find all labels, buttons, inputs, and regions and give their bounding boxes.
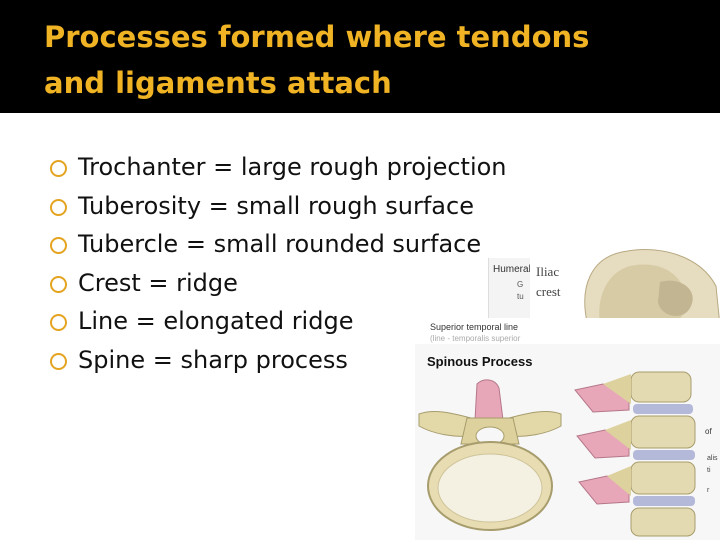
ring-bullet-icon: [50, 275, 67, 293]
title-band: [0, 0, 720, 113]
bullet-item: Tuberosity = small rough surface: [50, 187, 507, 226]
ring-bullet-icon: [50, 237, 67, 254]
temporal-line-label: Superior temporal line: [430, 322, 519, 332]
bullet-text: Spine = sharp process: [78, 345, 348, 374]
spine-lateral-view: of alis ti r: [574, 371, 718, 537]
lateral-view-small-text: alis: [707, 455, 718, 462]
bullet-item: Line = elongated ridge: [50, 302, 507, 341]
lateral-view-small-text: r: [707, 487, 710, 494]
humerus-small-text: G: [517, 280, 524, 289]
spinous-process-figure: Spinous Process of alis ti r: [415, 344, 720, 540]
iliac-crest-drawing: [584, 249, 720, 326]
bullet-item: Trochanter = large rough projection: [50, 148, 507, 187]
title-line-1: Processes formed where tendons: [44, 20, 590, 54]
bullet-text: Line = elongated ridge: [78, 307, 354, 335]
crest-label: crest: [536, 284, 561, 299]
ring-bullet-icon: [50, 198, 67, 216]
title-line-2: and ligaments attach: [44, 66, 392, 100]
iliac-crest-figure: Iliac crest: [530, 246, 720, 326]
bullet-item: Crest = ridge: [50, 264, 507, 303]
iliac-label: Iliac: [536, 264, 560, 279]
ring-bullet-icon: [50, 352, 67, 370]
ring-bullet-icon: [50, 314, 67, 331]
bullet-item: Spine = sharp process: [50, 341, 507, 380]
bullet-item: Tubercle = small rounded surface: [50, 225, 507, 264]
spinous-process-title: Spinous Process: [427, 354, 533, 369]
humerus-small-text: tu: [517, 292, 524, 301]
bullet-text: Tubercle = small rounded surface: [78, 230, 482, 258]
humerus-label: Humeral: [493, 264, 531, 275]
bullet-text: Crest = ridge: [78, 268, 238, 297]
vertebra-top-view: [418, 379, 562, 531]
bullet-list: Trochanter = large rough projection Tube…: [50, 148, 507, 379]
temporal-line-figure: Superior temporal line (line - temporali…: [420, 318, 720, 346]
lateral-view-small-text: ti: [707, 467, 711, 474]
bullet-text: Trochanter = large rough projection: [78, 153, 507, 181]
humerus-figure: Humeral G tu: [488, 258, 537, 318]
slide-title: Processes formed where tendons and ligam…: [44, 14, 704, 106]
temporal-line-faded-text: (line - temporalis superior: [430, 334, 521, 343]
lateral-view-small-text: of: [705, 427, 712, 436]
bullet-text: Tuberosity = small rough surface: [78, 191, 474, 220]
ring-bullet-icon: [50, 160, 67, 177]
